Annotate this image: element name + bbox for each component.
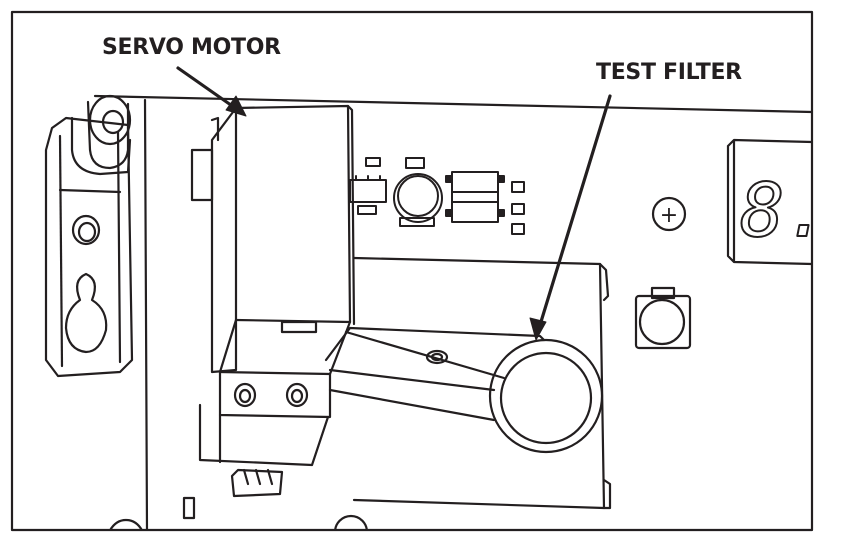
seven-segment-display — [726, 138, 812, 266]
ic-chip — [445, 171, 525, 235]
plus-terminal-bottom-icon — [334, 514, 368, 530]
plus-symbol: + — [660, 203, 678, 228]
display-digits: 8.I — [740, 168, 841, 254]
figure-frame — [10, 10, 814, 532]
transistor — [349, 157, 387, 215]
test-filter-plate — [352, 256, 612, 510]
mounting-bracket — [44, 94, 134, 378]
servo-motor-label: SERVO MOTOR — [102, 35, 281, 60]
indicator-led — [634, 286, 692, 350]
capacitor — [393, 157, 443, 227]
test-filter-arm — [324, 326, 546, 422]
test-filter-label: TEST FILTER — [596, 60, 742, 85]
wire-connector — [182, 468, 284, 520]
test-filter-wheel — [488, 338, 604, 454]
plus-terminal-icon — [651, 196, 687, 232]
test-filter-arrow — [529, 94, 612, 341]
partial-component — [108, 518, 144, 530]
servo-motor-arrow — [176, 66, 247, 117]
circuit-board — [93, 94, 812, 530]
servo-motor — [190, 104, 356, 467]
